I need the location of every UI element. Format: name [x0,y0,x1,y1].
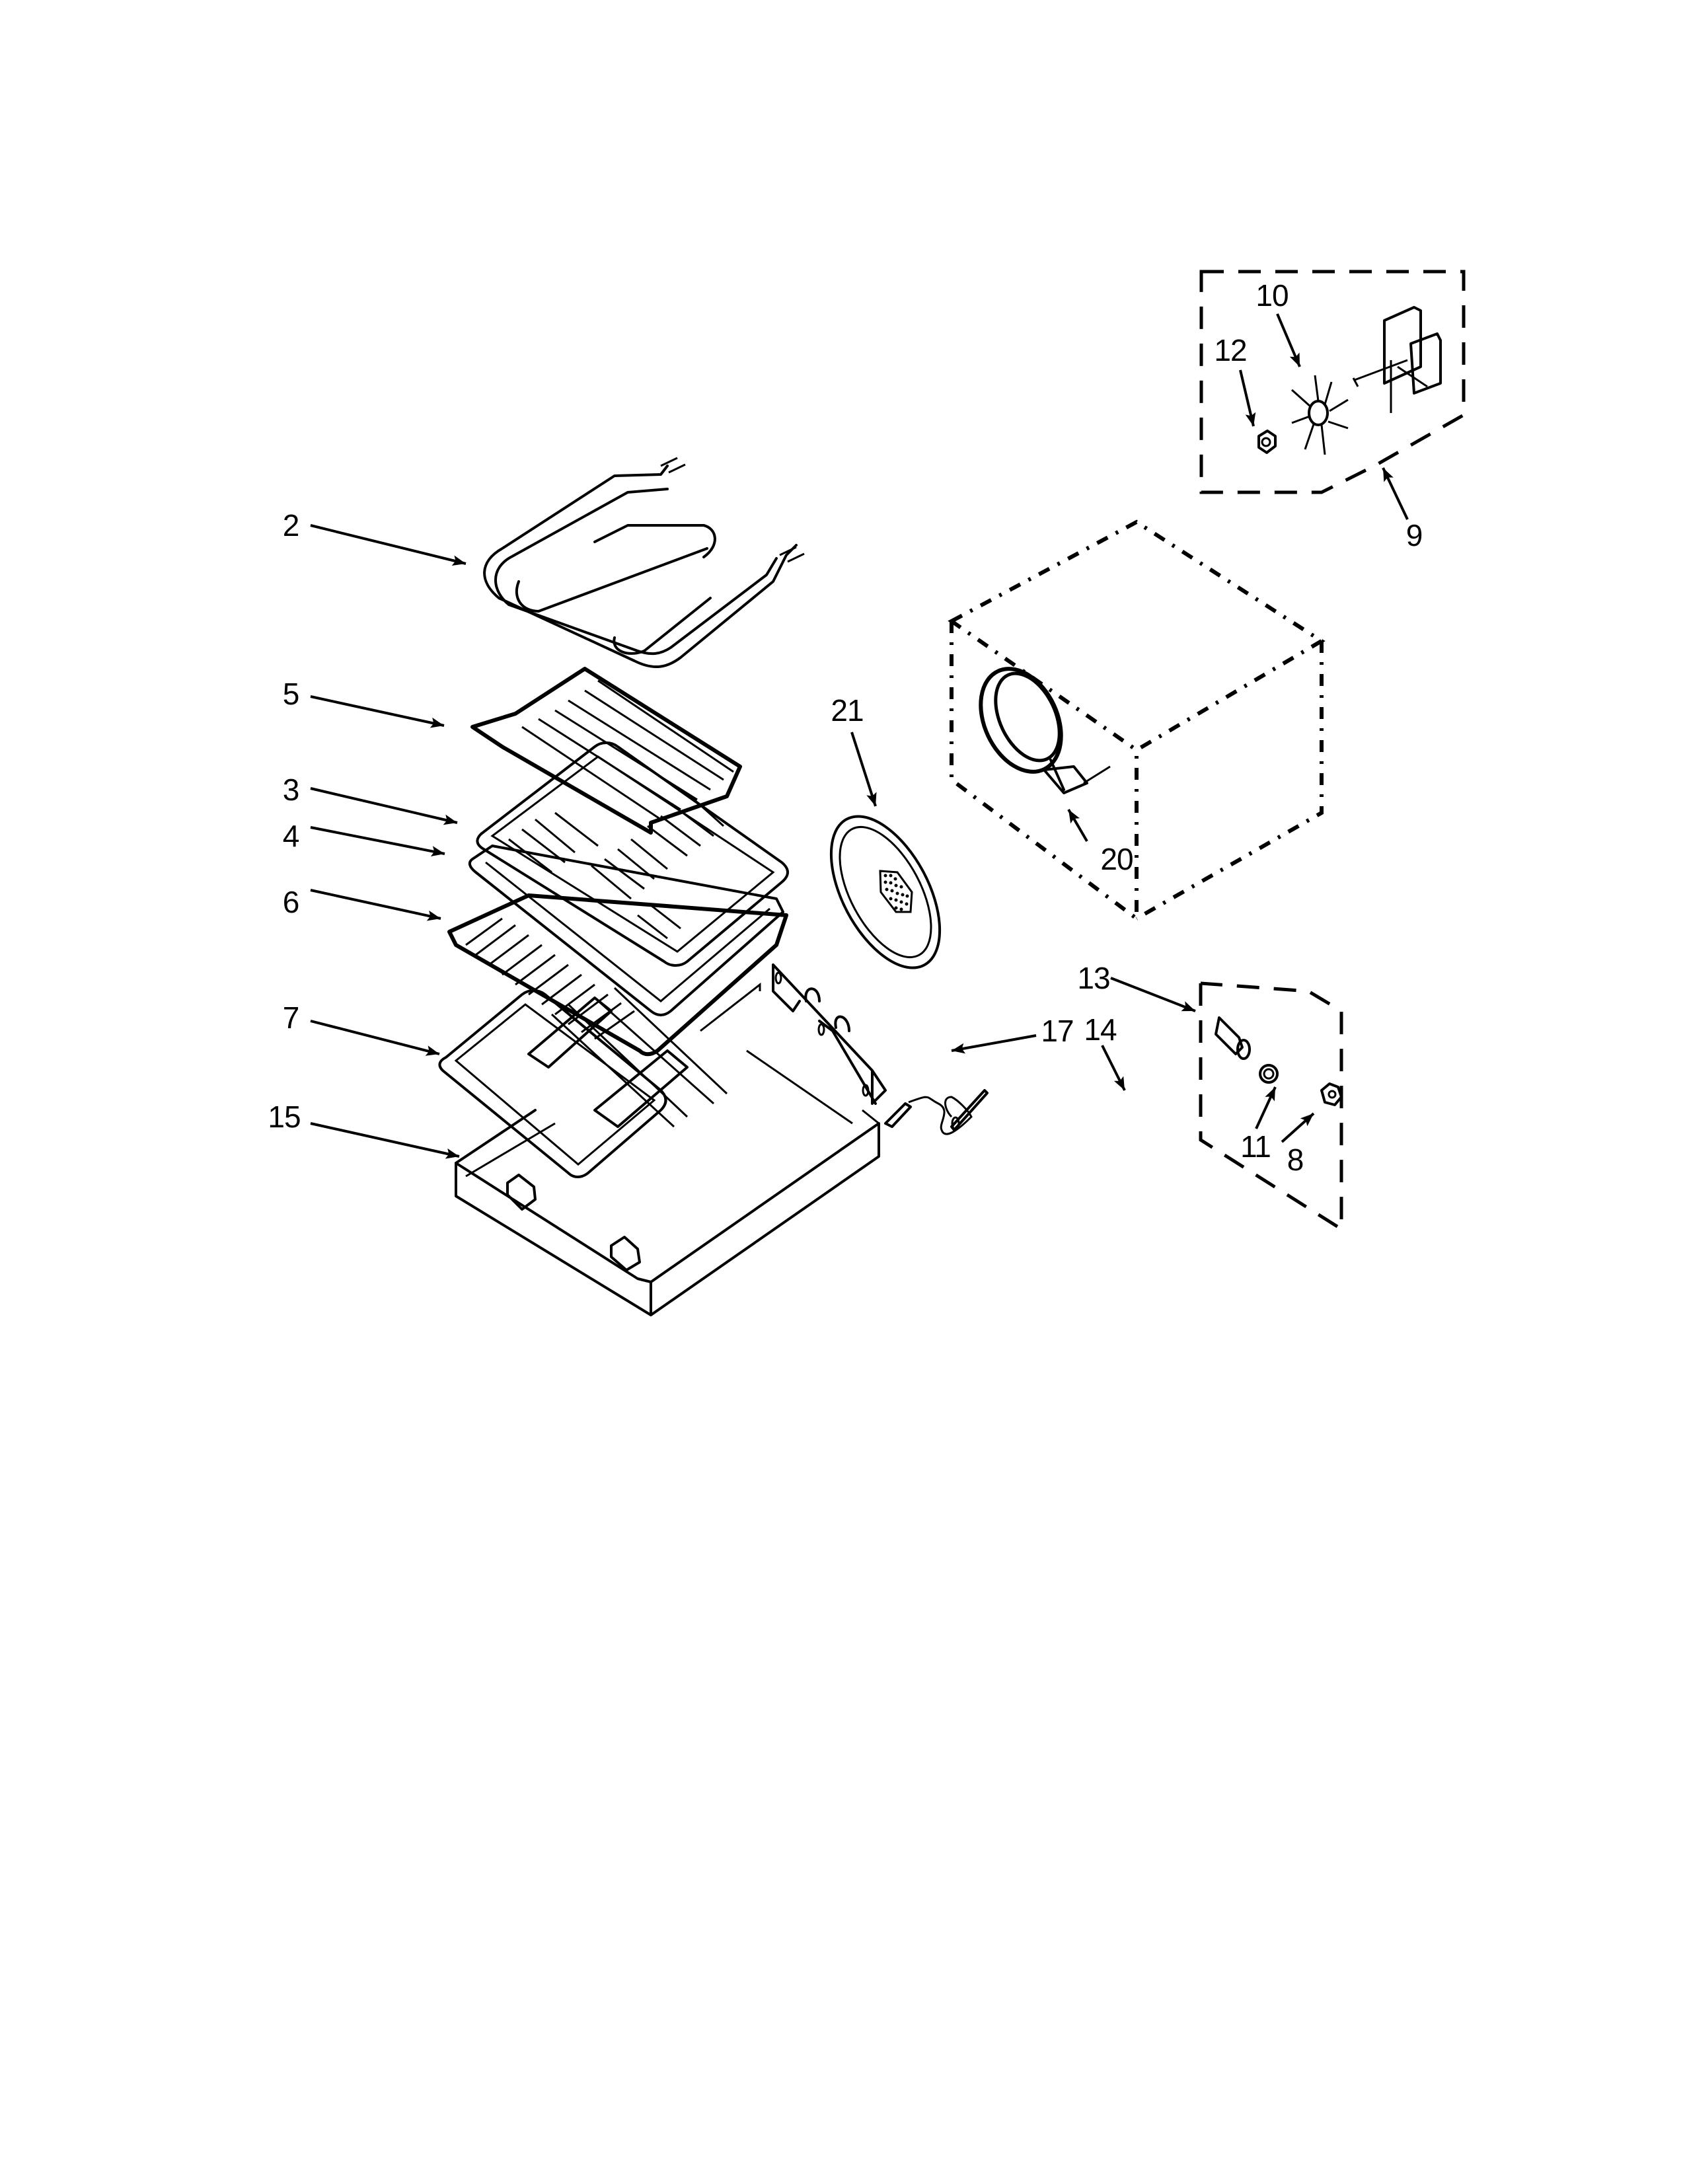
callout-21[interactable]: 21 [831,693,864,728]
meat-probe[interactable] [884,1089,989,1135]
lower-heating-element[interactable] [438,982,761,1178]
callout-8[interactable]: 8 [1287,1143,1304,1177]
light-socket-kit[interactable] [1199,981,1343,1232]
callout-12[interactable]: 12 [1214,333,1247,367]
oven-cavity [948,519,1326,923]
nut-12[interactable] [1257,430,1277,454]
fan-blade[interactable] [1291,375,1349,455]
callout-11[interactable]: 11 [1240,1129,1271,1164]
callout-3[interactable]: 3 [282,772,300,807]
broiler-pan[interactable] [447,893,788,1057]
callout-2[interactable]: 2 [282,508,300,543]
upper-heating-element[interactable] [483,457,805,669]
callout-9[interactable]: 9 [1405,518,1423,552]
oven-bottom-panel[interactable] [455,1049,880,1316]
callout-13[interactable]: 13 [1077,961,1110,995]
callout-7[interactable]: 7 [282,1000,300,1035]
callout-6[interactable]: 6 [282,885,300,919]
oven-rack-upper[interactable] [476,741,789,967]
callout-10[interactable]: 10 [1255,278,1289,313]
convection-fan-motor-kit[interactable] [1199,270,1466,494]
convection-fan-cover[interactable] [809,799,962,985]
leader-arrows [310,313,1409,1159]
callout-17[interactable]: 17 [1041,1014,1074,1048]
bracket[interactable] [772,963,887,1105]
broiler-pan-grid[interactable] [470,667,742,835]
callout-5[interactable]: 5 [282,677,300,711]
callout-14[interactable]: 14 [1084,1012,1117,1047]
callout-4[interactable]: 4 [282,819,300,853]
callout-20[interactable]: 20 [1100,842,1133,876]
callout-15[interactable]: 15 [268,1100,301,1134]
convection-element[interactable] [965,656,1111,794]
oven-rack-lower[interactable] [468,845,784,1016]
